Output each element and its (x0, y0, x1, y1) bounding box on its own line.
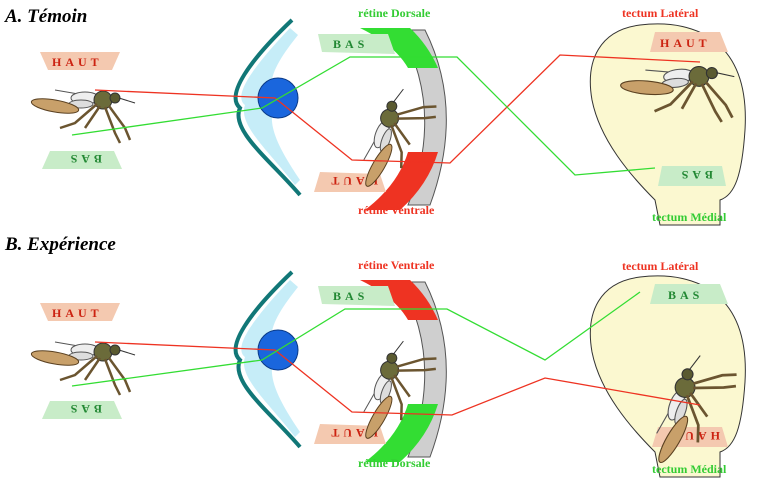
retina-label-bottom: rétine Dorsale (358, 456, 431, 470)
bas-banner-inverted: BAS (42, 151, 122, 169)
retina-band-bottom (365, 152, 438, 210)
svg-text:HAUT: HAUT (660, 36, 711, 50)
tectum-label-top: tectum Latéral (622, 259, 699, 273)
svg-text:BAS: BAS (668, 288, 703, 302)
haut-banner: HAUT (650, 32, 728, 52)
panel-a: A. Témoin HAUT BAS rétine Dorsale rétine… (4, 6, 746, 226)
svg-text:HAUT: HAUT (327, 426, 378, 440)
svg-text:BAS: BAS (67, 152, 102, 166)
mosquito-icon (29, 88, 137, 145)
cornea (233, 18, 302, 197)
retina-label-top: rétine Dorsale (358, 6, 431, 20)
cornea (233, 270, 302, 449)
haut-banner: HAUT (40, 303, 120, 321)
mosquito-icon (29, 340, 137, 397)
svg-text:HAUT: HAUT (327, 174, 378, 188)
svg-text:HAUT: HAUT (52, 306, 103, 320)
projection-line-green (71, 56, 656, 176)
tectum-label-top: tectum Latéral (622, 6, 699, 20)
panel-b: B. Expérience HAUT BAS rétine Ventrale r… (4, 234, 746, 479)
panel-title: B. Expérience (4, 234, 116, 255)
retina-label-bottom: rétine Ventrale (358, 203, 435, 217)
bas-banner: BAS (650, 284, 728, 304)
projection-line-red (94, 341, 701, 416)
svg-text:BAS: BAS (67, 402, 102, 416)
retina-band-bottom (365, 404, 438, 462)
svg-text:BAS: BAS (678, 168, 713, 182)
tectum (589, 275, 746, 478)
projection-line-green (71, 291, 641, 387)
haut-banner: HAUT (40, 52, 120, 70)
svg-text:BAS: BAS (333, 37, 368, 51)
panel-title: A. Témoin (4, 6, 87, 27)
bas-banner: BAS (318, 286, 395, 306)
svg-text:HAUT: HAUT (52, 55, 103, 69)
bas-banner: BAS (318, 34, 395, 54)
bas-banner-inverted: BAS (42, 401, 122, 419)
bas-banner-inverted: BAS (658, 166, 726, 186)
tectum-label-bottom: tectum Médial (652, 462, 727, 476)
projection-line-red (94, 54, 701, 164)
tectum-label-bottom: tectum Médial (652, 210, 727, 224)
tectum (589, 23, 746, 226)
retina-label-top: rétine Ventrale (358, 258, 435, 272)
svg-text:BAS: BAS (333, 289, 368, 303)
